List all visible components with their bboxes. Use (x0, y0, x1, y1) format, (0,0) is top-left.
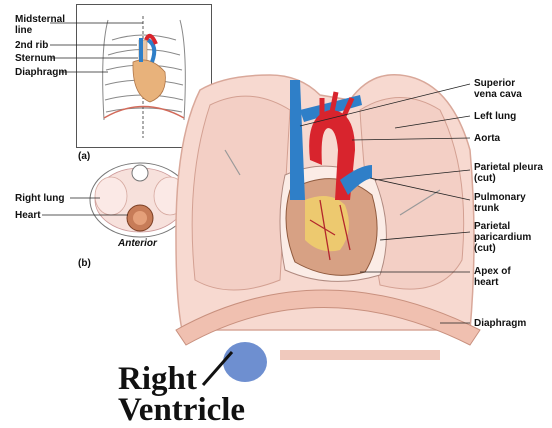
label-superior-vena-cava: Superior vena cava (474, 78, 540, 100)
label-pulmonary-trunk: Pulmonary trunk (474, 192, 534, 214)
label-aorta: Aorta (474, 133, 500, 144)
panel-tag-a: (a) (78, 151, 90, 162)
label-right-lung: Right lung (15, 193, 64, 204)
inset-a-leaders (50, 23, 143, 72)
right-ventricle-label: Right Ventricle (118, 364, 258, 426)
label-2nd-rib: 2nd rib (15, 40, 48, 51)
panel-tag-b: (b) (78, 258, 91, 269)
label-apex-of-heart: Apex of heart (474, 266, 524, 288)
label-midsternal-line: Midsternal line (15, 14, 63, 36)
label-heart: Heart (15, 210, 41, 221)
right-lung-lobe (192, 96, 290, 290)
cross-section (90, 163, 190, 237)
label-diaphragm-a: Diaphragm (15, 67, 67, 78)
label-anterior: Anterior (118, 238, 157, 249)
label-diaphragm-main: Diaphragm (474, 318, 526, 329)
label-left-lung: Left lung (474, 111, 516, 122)
label-parietal-pleura: Parietal pleura (cut) (474, 162, 544, 184)
label-sternum: Sternum (15, 53, 56, 64)
bottom-strip (280, 350, 440, 360)
label-parietal-pericardium: Parietal paricardium (cut) (474, 221, 544, 254)
